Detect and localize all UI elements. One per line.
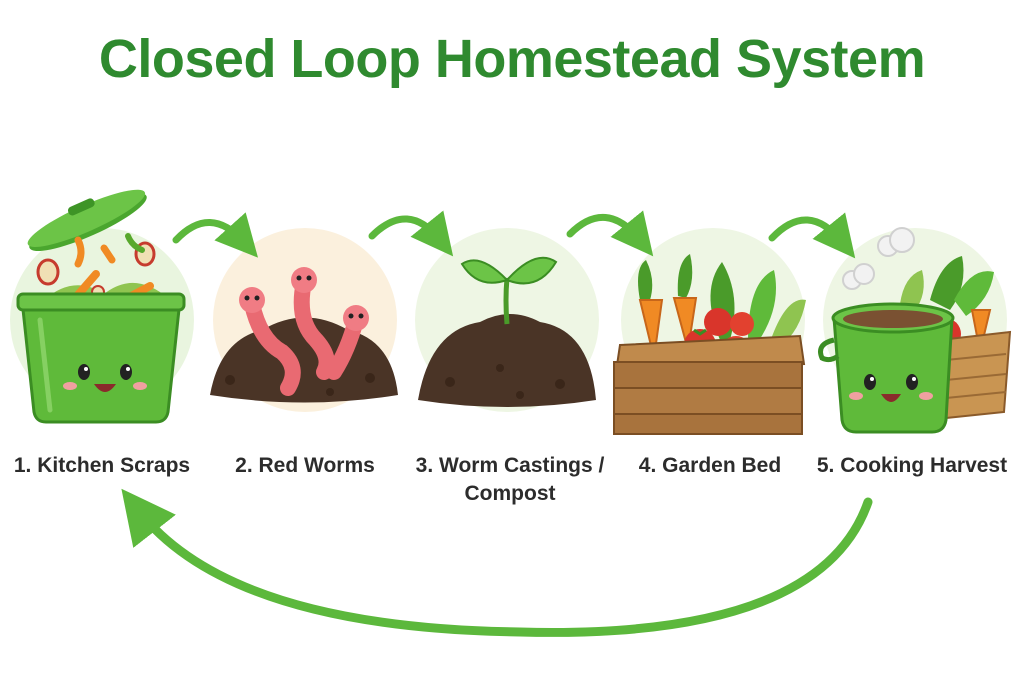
step-5-label: 5. Cooking Harvest	[816, 454, 1008, 477]
step-4-label: 4. Garden Bed	[638, 454, 782, 477]
step-2-label: 2. Red Worms	[235, 454, 375, 477]
step-3-label: 3. Worm Castings / Compost	[415, 454, 605, 505]
red-worms-icon	[210, 267, 398, 403]
arrow-2-to-3	[368, 210, 454, 257]
loop-return-arrow	[121, 488, 873, 637]
garden-bed-icon	[613, 254, 806, 435]
kitchen-scraps-bin-icon	[16, 189, 186, 424]
step-1-label: 1. Kitchen Scraps	[13, 454, 191, 477]
diagram-title: Closed Loop Homestead System	[98, 29, 926, 89]
arrow-4-to-5	[768, 212, 856, 259]
arrow-3-to-4	[566, 210, 654, 257]
arrow-1-to-2	[172, 212, 259, 258]
cooking-pot-icon	[818, 227, 1012, 434]
compost-sprout-icon	[418, 256, 596, 407]
